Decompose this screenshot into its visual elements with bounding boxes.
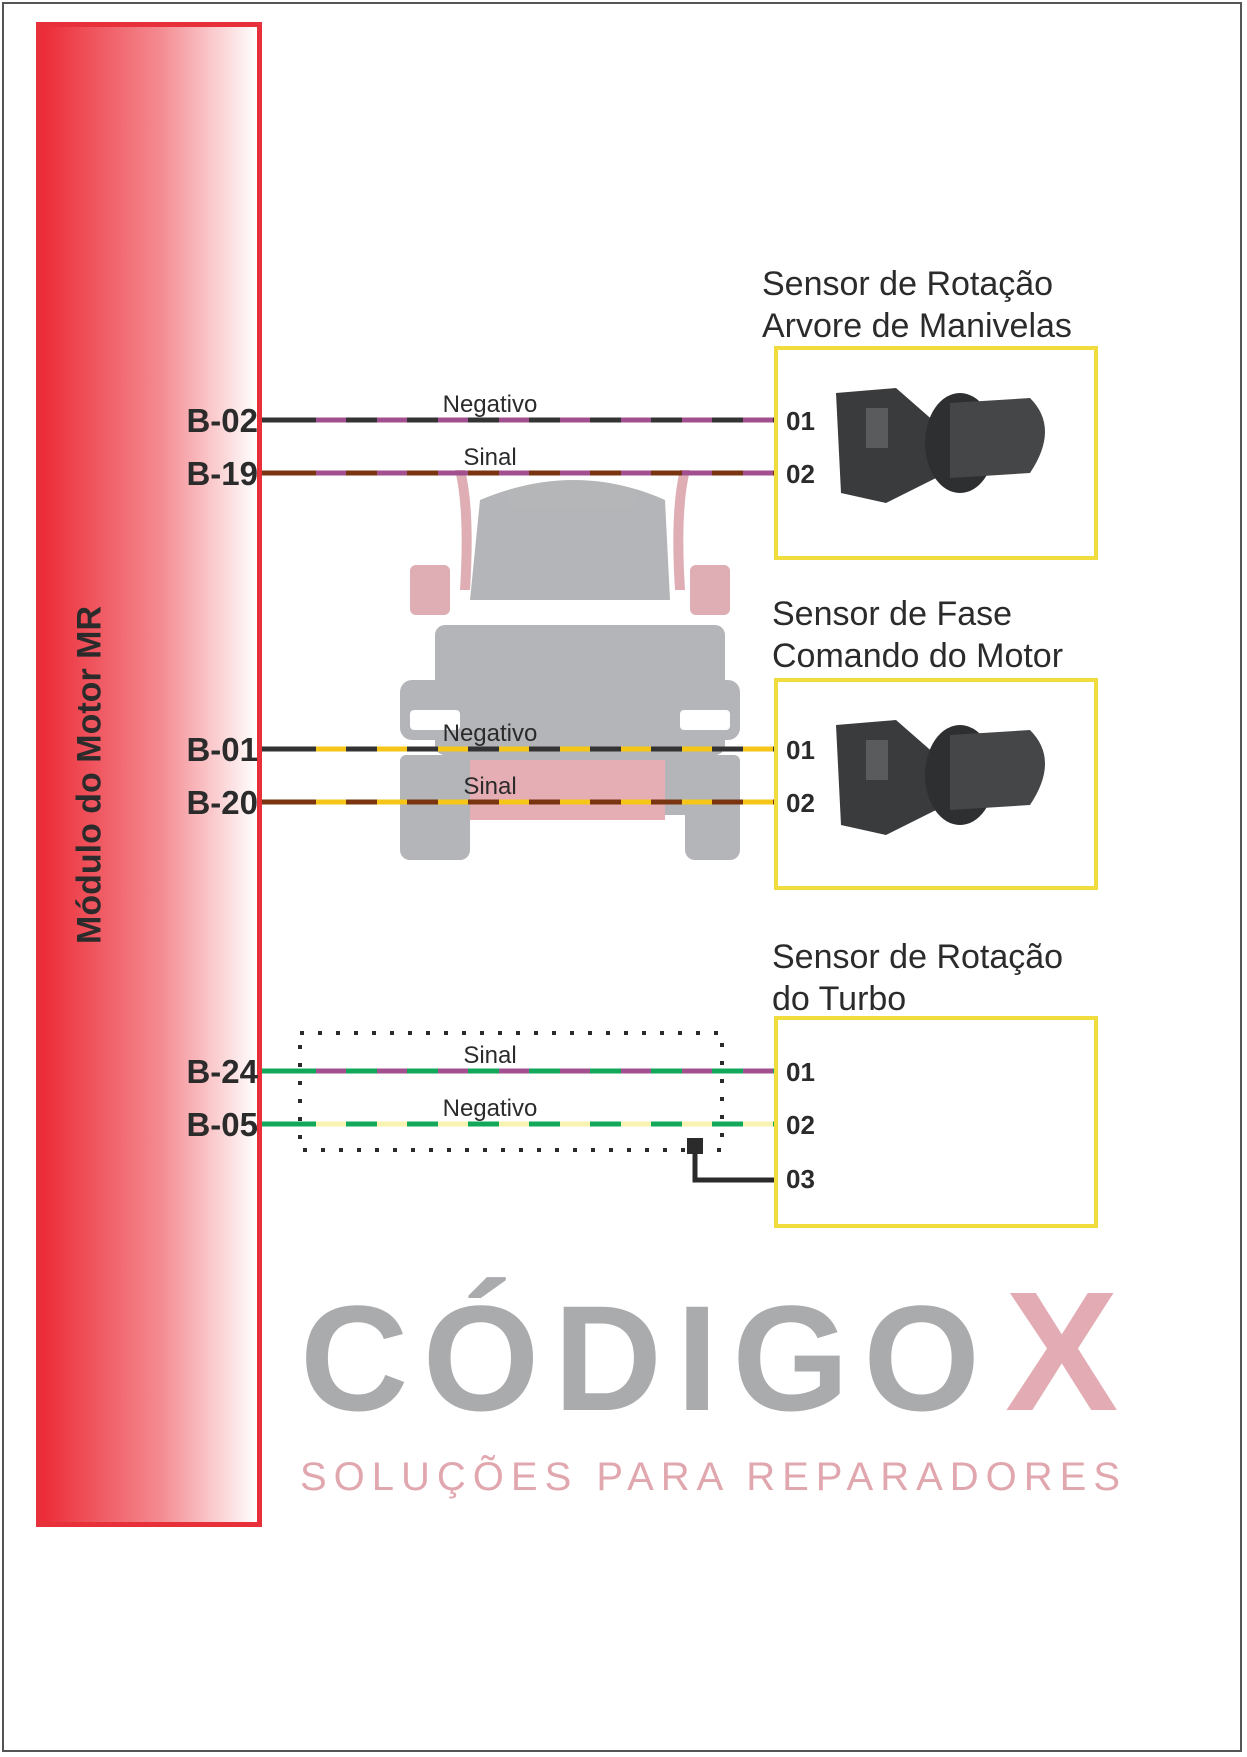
wire-B-20: B-20 02 Sinal	[186, 773, 814, 821]
sensor-subtitle: do Turbo	[772, 980, 906, 1018]
ecu-pin-label: B-24	[186, 1053, 258, 1090]
wire-B-02: B-02 01 Negativo	[186, 391, 814, 439]
ecu-pin-label: B-02	[186, 402, 258, 439]
sensor-photo-icon	[836, 720, 1045, 835]
sensor-pin-label: 02	[786, 1110, 815, 1140]
sensor-pin-label: 01	[786, 1057, 815, 1087]
wire-function-label: Sinal	[463, 444, 516, 471]
ecu-pin-label: B-19	[186, 455, 258, 492]
brand-tagline: SOLUÇÕES PARA REPARADORES	[300, 1454, 1120, 1499]
sensor-subtitle: Comando do Motor	[772, 637, 1063, 675]
shield-wire	[298, 1031, 778, 1183]
sensor-pin-label: 01	[786, 406, 815, 436]
wire-function-label: Negativo	[443, 1095, 538, 1122]
sensor-title: Sensor de Rotação	[772, 938, 1063, 976]
wire-B-24: B-24 01 Sinal	[186, 1042, 814, 1090]
module-label: Módulo do Motor MR	[70, 605, 109, 945]
wire-function-label: Sinal	[463, 1042, 516, 1069]
sensor-title: Sensor de Rotação	[762, 265, 1053, 303]
sensor-pin-label: 02	[786, 788, 815, 818]
sensor-box	[774, 678, 1098, 890]
sensor-pin-label: 03	[786, 1164, 815, 1194]
sensor-title: Sensor de Fase	[772, 595, 1012, 633]
sensor-subtitle: Arvore de Manivelas	[762, 307, 1072, 345]
wire-B-19: B-19 02 Sinal	[186, 444, 814, 492]
wire-function-label: Negativo	[443, 720, 538, 747]
sensor-3: Sensor de Rotação do Turbo 03	[772, 938, 1098, 1228]
wire-function-label: Sinal	[463, 773, 516, 800]
brand-watermark: CÓDIGO X SOLUÇÕES PARA REPARADORES	[300, 1257, 1120, 1499]
wire-B-01: B-01 01 Negativo	[186, 720, 814, 768]
sensor-box	[774, 1016, 1098, 1228]
sensor-box	[774, 346, 1098, 560]
brand-watermark-text: CÓDIGO	[300, 1274, 980, 1442]
ecu-pin-label: B-05	[186, 1106, 258, 1143]
ecu-pin-label: B-20	[186, 784, 258, 821]
sensor-photo-icon	[836, 388, 1045, 503]
ecu-pin-label: B-01	[186, 731, 258, 768]
engine-module-block	[36, 22, 262, 1527]
wire-function-label: Negativo	[443, 391, 538, 418]
wire-B-05: B-05 02 Negativo	[186, 1095, 814, 1143]
sensor-pin-label: 01	[786, 735, 815, 765]
brand-watermark-x: X	[1005, 1257, 1118, 1447]
sensor-pin-label: 02	[786, 459, 815, 489]
truck-watermark-icon	[400, 470, 740, 860]
